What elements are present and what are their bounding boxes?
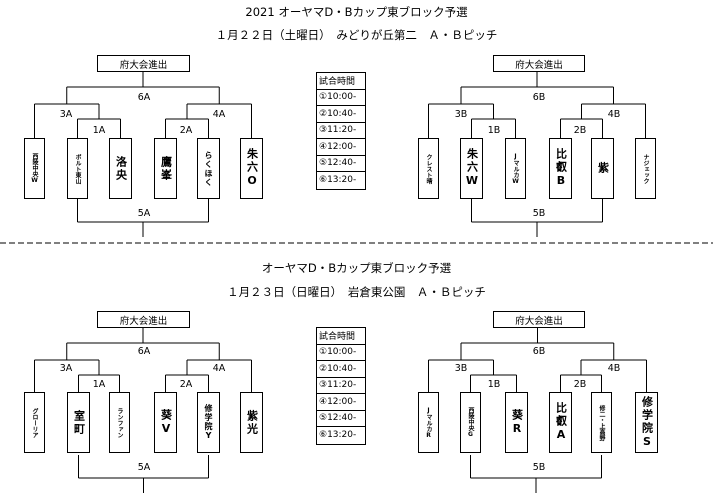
team-box: 比叡B: [549, 138, 572, 199]
team-box: 比叡A: [549, 392, 572, 453]
schedule-time: ③11:20-: [317, 378, 365, 394]
schedule-time: ④12:00-: [317, 139, 365, 156]
schedule-time: ①10:00-: [317, 90, 365, 106]
schedule-time: ⑤12:40-: [317, 411, 365, 427]
day2-right-label-m1: 1B: [487, 379, 501, 390]
team-box: 葵V: [154, 392, 177, 453]
day2-right-label-top: 6B: [532, 346, 546, 357]
schedule-title: 試合時間: [317, 73, 365, 90]
team-box: 修学院S: [635, 392, 658, 453]
team-box: 鷹峯: [154, 138, 177, 199]
day1-schedule: 試合時間 ①10:00- ②10:40- ③11:20- ④12:00- ⑤12…: [316, 72, 366, 190]
day2-right-label-l: 3B: [454, 363, 468, 374]
schedule-time: ⑥13:20-: [319, 430, 357, 441]
team-box: JマルカR: [418, 392, 439, 453]
team-box: 洛央: [109, 138, 132, 199]
team-box: 修二・上高野: [591, 392, 612, 453]
day2-right-advance-box: 府大会進出: [493, 311, 585, 328]
team-box: 紫: [591, 138, 614, 199]
day1-title: 2021 オーヤマD・Bカップ東ブロック予選: [245, 5, 468, 19]
team-box: 朱六O: [240, 138, 263, 199]
team-box: 葵R: [505, 392, 528, 453]
team-box: らくほく: [197, 138, 220, 199]
team-box: 朱六W: [460, 138, 483, 199]
day1-right-label-top: 6B: [532, 92, 546, 103]
day1-subtitle: １月２２日（土曜日） みどりが丘第二 Ａ・Ｂピッチ: [215, 28, 498, 42]
schedule-time: ②10:40-: [317, 361, 365, 378]
day1-left-advance-box: 府大会進出: [97, 55, 190, 72]
team-box: ランファン: [109, 392, 130, 453]
day1-right-label-m2: 2B: [573, 125, 587, 136]
day1-left-label-bottom: 5A: [137, 208, 151, 219]
team-box: JマルカW: [505, 138, 526, 199]
day2-left-label-bottom: 5A: [137, 462, 151, 473]
team-box: クレスト晴: [418, 138, 439, 199]
day2-right-label-bottom: 5B: [532, 462, 546, 473]
day2-left-label-m1: 1A: [92, 379, 106, 390]
team-box: 修学院Y: [197, 392, 220, 453]
team-box: 西陵中央G: [460, 392, 481, 453]
day2-left-label-r: 4A: [212, 363, 226, 374]
day1-left-label-top: 6A: [137, 92, 151, 103]
day2-schedule: 試合時間 ①10:00- ②10:40- ③11:20- ④12:00- ⑤12…: [316, 327, 366, 445]
schedule-time: ⑥13:20-: [319, 175, 357, 186]
day1-right-advance-box: 府大会進出: [493, 55, 585, 72]
day1-right-label-l: 3B: [454, 109, 468, 120]
day2-right-label-r: 4B: [607, 363, 621, 374]
schedule-time: ③11:20-: [317, 123, 365, 139]
day2-right-label-m2: 2B: [573, 379, 587, 390]
day1-left-label-r: 4A: [212, 109, 226, 120]
day2-left-advance-box: 府大会進出: [97, 311, 190, 328]
day1-left-label-m2: 2A: [179, 125, 193, 136]
day1-right-label-r: 4B: [607, 109, 621, 120]
team-box: 西陵中央W: [24, 138, 45, 199]
schedule-time: ②10:40-: [317, 106, 365, 123]
schedule-time: ①10:00-: [317, 345, 365, 361]
schedule-title: 試合時間: [317, 328, 365, 345]
team-box: 室町: [67, 392, 90, 453]
day1-right-label-bottom: 5B: [532, 208, 546, 219]
team-box: 紫光: [240, 392, 263, 453]
schedule-time: ④12:00-: [317, 394, 365, 411]
team-box: グローリア: [24, 392, 45, 453]
day2-left-label-top: 6A: [137, 346, 151, 357]
day2-title: オーヤマD・Bカップ東ブロック予選: [261, 261, 452, 275]
day1-right-label-m1: 1B: [487, 125, 501, 136]
day1-left-label-l: 3A: [59, 109, 73, 120]
day1-left-label-m1: 1A: [92, 125, 106, 136]
day2-left-label-m2: 2A: [179, 379, 193, 390]
schedule-time: ⑤12:40-: [317, 156, 365, 172]
team-box: ナジェック: [635, 138, 656, 199]
day2-left-label-l: 3A: [59, 363, 73, 374]
team-box: ボルト東山: [67, 138, 88, 199]
day2-subtitle: １月２３日（日曜日） 岩倉東公園 Ａ・Ｂピッチ: [227, 285, 486, 299]
